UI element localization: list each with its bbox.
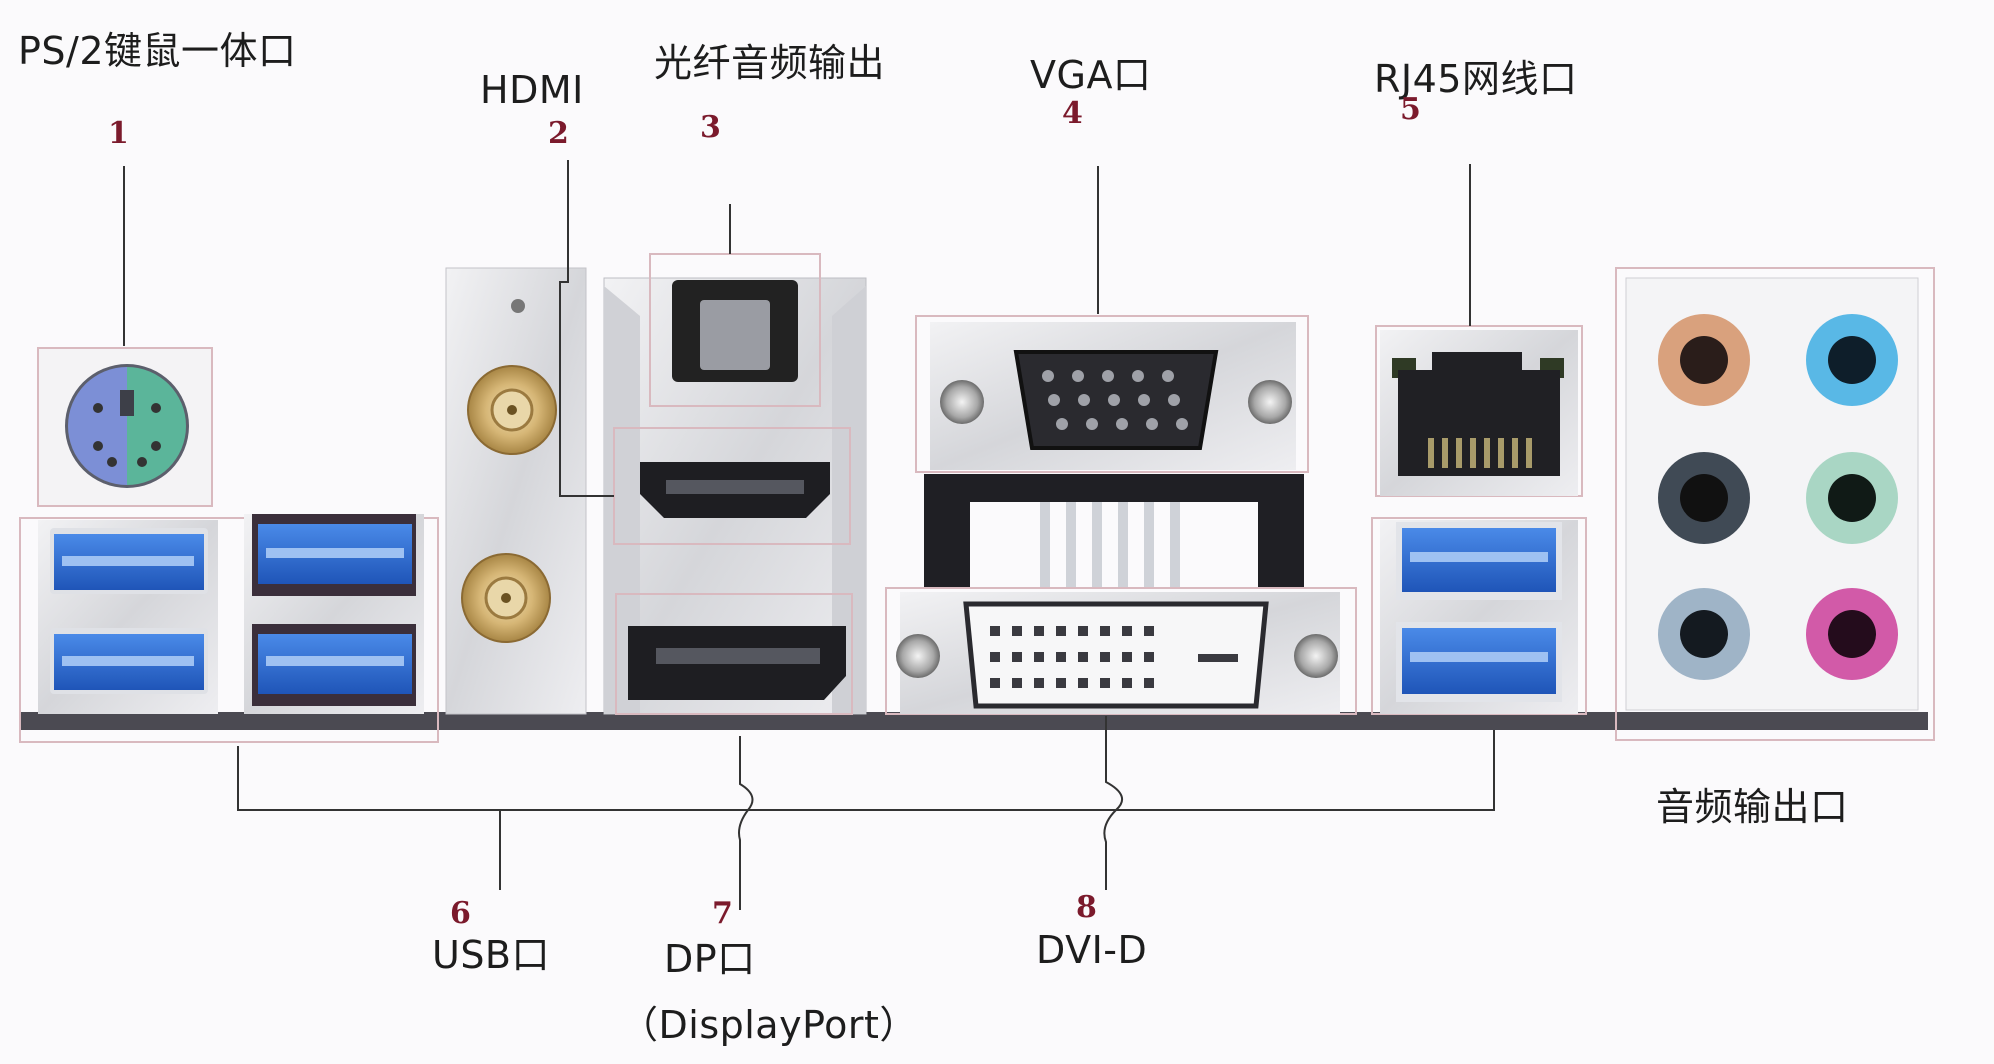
audio-label: 音频输出口 (1656, 785, 1849, 829)
vga-label: VGA口 (1030, 53, 1152, 97)
optical-number: 3 (700, 110, 721, 145)
rj45-usb-stack (1371, 325, 1587, 715)
antenna-bracket (445, 267, 587, 715)
ps2-port (37, 347, 213, 507)
hdmi-number: 2 (548, 116, 569, 151)
vga-leads (1040, 502, 1180, 588)
audio-jack-panel (1615, 267, 1935, 741)
ps2-label: PS/2键鼠一体口 (18, 29, 297, 73)
vga-dvi-stack (885, 315, 1357, 715)
ps2-number: 1 (108, 116, 129, 151)
usb-number: 6 (450, 896, 471, 931)
rj45-contacts (1428, 438, 1532, 468)
usb-ports-left (19, 514, 439, 743)
dvi-number: 8 (1076, 890, 1097, 925)
dp-label: DP口 (664, 937, 756, 981)
dvi-pins (990, 626, 1238, 688)
dvi-label: DVI-D (1036, 928, 1148, 972)
leader-lines (123, 160, 1495, 910)
optical-label: 光纤音频输出 (654, 41, 886, 85)
video-audio-stack (603, 253, 867, 715)
rj45-number: 5 (1400, 92, 1421, 127)
rj45-label: RJ45网线口 (1374, 57, 1578, 101)
dp-sublabel: （DisplayPort） (620, 1003, 918, 1047)
vga-number: 4 (1062, 96, 1083, 131)
hdmi-label: HDMI (480, 68, 584, 112)
dp-number: 7 (712, 896, 733, 931)
usb-label: USB口 (432, 933, 551, 977)
vga-pins (1042, 370, 1188, 430)
board-edge (20, 712, 1928, 730)
